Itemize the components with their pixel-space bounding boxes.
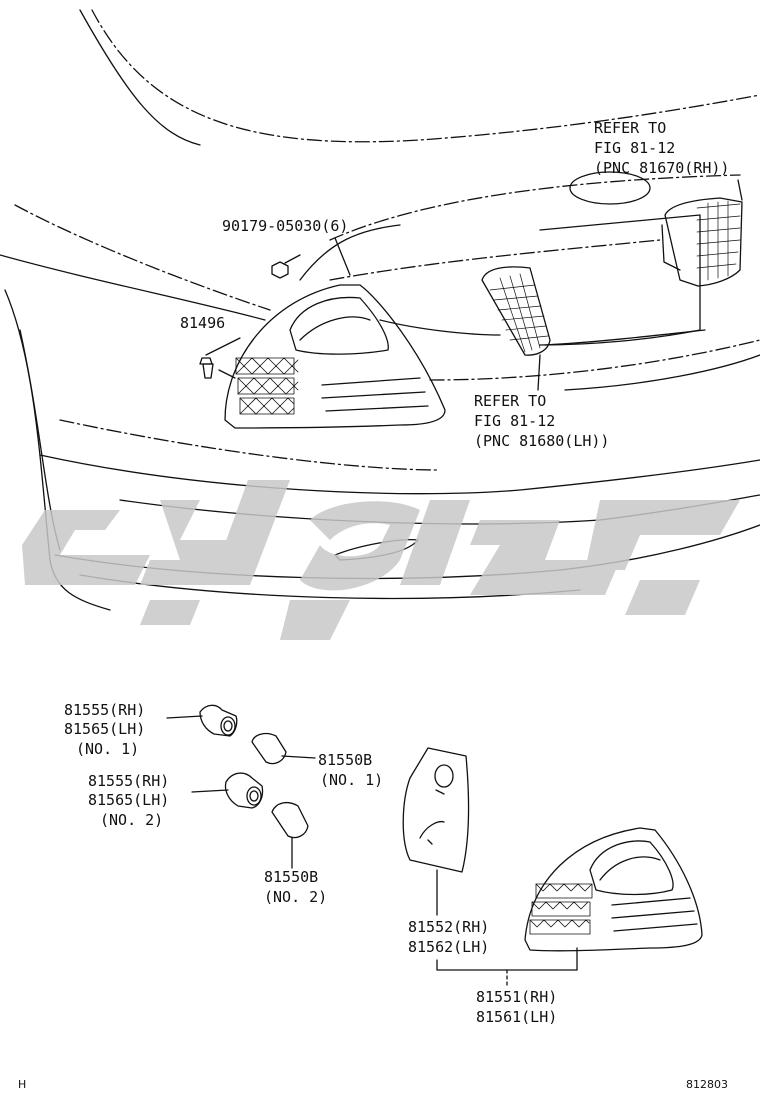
watermark-logo [22, 480, 740, 640]
gasket-lh: 81562(LH) [408, 938, 490, 956]
bulb-2-part: 81550B [264, 868, 319, 886]
lamp-assembly [524, 827, 703, 971]
socket-2-no: (NO. 2) [100, 811, 164, 829]
refer-lh-line-1: REFER TO [474, 392, 547, 410]
bulb-no2 [271, 801, 309, 869]
socket-1-rh: 81555(RH) [64, 701, 146, 719]
screw-part [199, 337, 241, 379]
refer-rh-line-1: REFER TO [594, 119, 667, 137]
lamp-assy-rh: 81551(RH) [476, 988, 558, 1006]
lamp-assy-lh: 81561(LH) [476, 1008, 558, 1026]
bulb-1-part: 81550B [318, 751, 373, 769]
refer-lh-line-3: (PNC 81680(LH)) [474, 432, 610, 450]
assembly-bracket [436, 959, 578, 986]
socket-2-lh: 81565(LH) [88, 791, 170, 809]
nut-part [271, 237, 351, 279]
socket-1-no: (NO. 1) [76, 740, 140, 758]
bulb-2-no: (NO. 2) [264, 888, 328, 906]
bulb-no1 [251, 732, 316, 765]
socket-no2 [191, 772, 264, 809]
reflector-lh [481, 266, 551, 391]
refer-rh-line-2: FIG 81-12 [594, 139, 676, 157]
socket-no1 [166, 704, 238, 737]
socket-1-lh: 81565(LH) [64, 720, 146, 738]
socket-2-rh: 81555(RH) [88, 772, 170, 790]
corner-code-right: 812803 [686, 1078, 728, 1091]
refer-lh-line-2: FIG 81-12 [474, 412, 556, 430]
part-nut-label: 90179-05030(6) [222, 217, 349, 235]
part-screw-label: 81496 [180, 314, 226, 332]
corner-code-left: H [18, 1078, 27, 1091]
refer-rh-line-3: (PNC 81670(RH)) [594, 159, 730, 177]
tail-lamp-installed [224, 284, 446, 429]
bulb-1-no: (NO. 1) [320, 771, 384, 789]
gasket-rh: 81552(RH) [408, 918, 490, 936]
gasket-part [402, 747, 470, 916]
reflector-rh [661, 179, 743, 287]
